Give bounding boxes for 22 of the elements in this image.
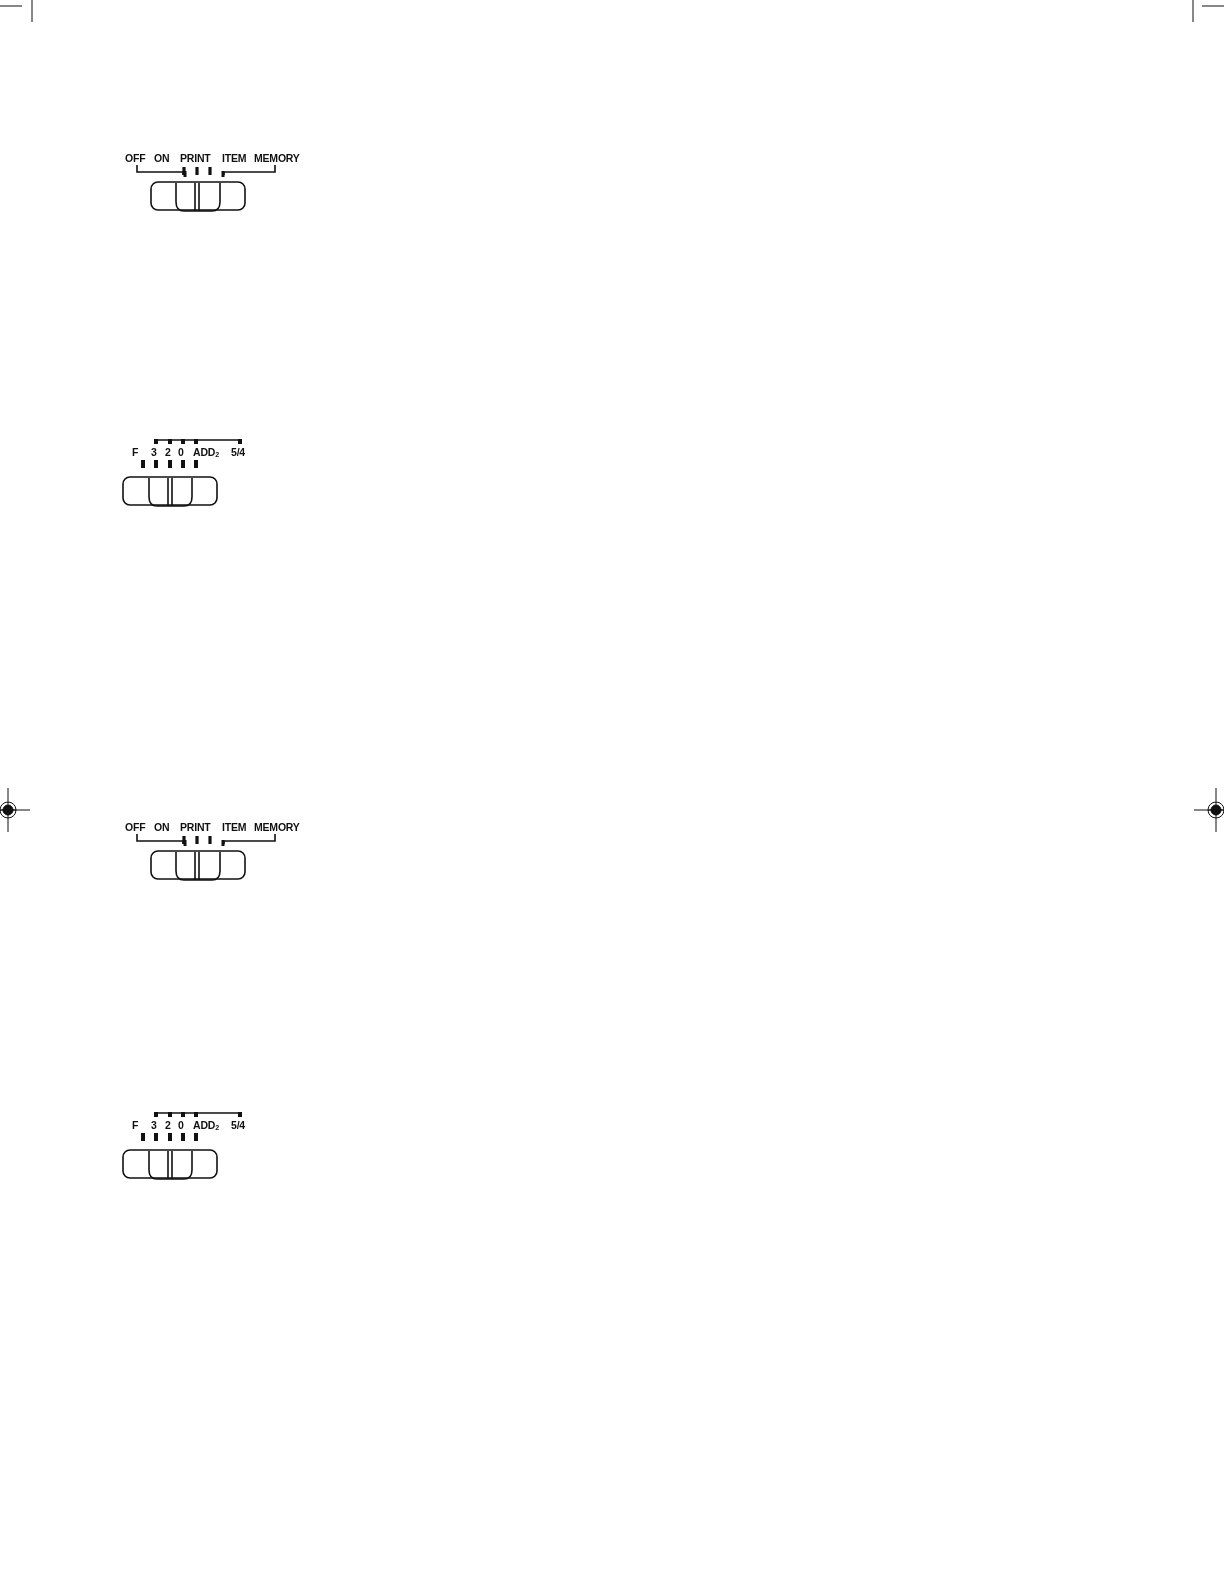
position-label: 2 <box>165 447 171 458</box>
position-label: ADD$_{2}$ <box>193 1120 219 1133</box>
position-label: 5/4 <box>231 1120 245 1131</box>
position-label: 0 <box>178 447 184 458</box>
position-label: 3 <box>151 1120 157 1131</box>
position-label: ON <box>154 153 170 164</box>
position-label: OFF <box>125 153 146 164</box>
position-label: F <box>132 1120 139 1131</box>
position-label: MEMORY <box>254 822 300 833</box>
position-label: ITEM <box>222 822 247 833</box>
position-label: PRINT <box>180 153 211 164</box>
position-label: 0 <box>178 1120 184 1131</box>
position-label: 2 <box>165 1120 171 1131</box>
position-label: ADD$_{2}$ <box>193 447 219 460</box>
position-label: 3 <box>151 447 157 458</box>
position-label: F <box>132 447 139 458</box>
position-label: 5/4 <box>231 447 245 458</box>
position-label: MEMORY <box>254 153 300 164</box>
position-label: ON <box>154 822 170 833</box>
position-label: ITEM <box>222 153 247 164</box>
position-label: PRINT <box>180 822 211 833</box>
position-label: OFF <box>125 822 146 833</box>
